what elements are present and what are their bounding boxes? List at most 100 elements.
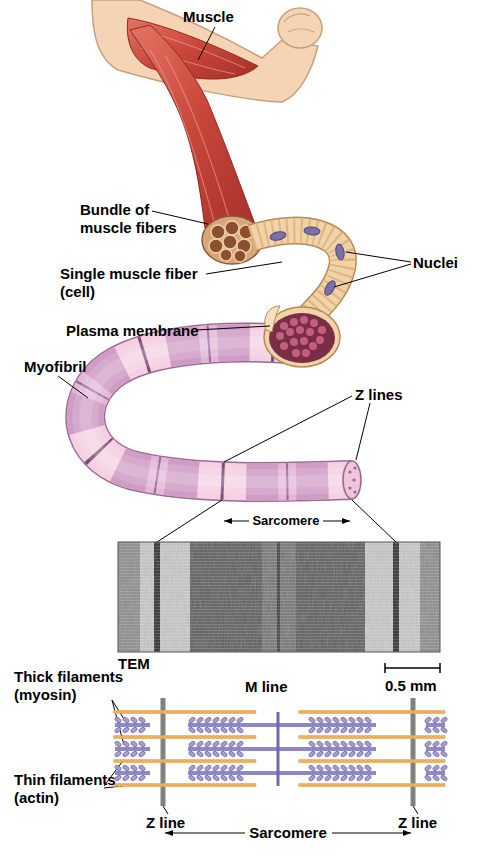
nucleus [304,226,321,235]
myosin-head [424,764,432,771]
thin-filament [115,712,445,785]
part-label: Thin filaments (actin) [14,771,134,807]
myosin-head [316,764,324,771]
myosin-head [440,740,448,747]
myosin-head [364,764,372,771]
myosin-head [348,764,356,771]
nucleus [269,226,345,296]
myosin-head [332,750,340,757]
scale-bar [439,663,441,673]
myosin-head [138,764,146,771]
leader-line [196,326,270,330]
myofibril-tube [343,461,361,499]
myosin-head [424,750,432,757]
myosin-head [308,716,316,723]
muscle-fiber [264,307,340,367]
myosin-head [130,726,138,733]
myosin-head [340,726,348,733]
myofibril-tube [353,466,356,469]
myosin-head [332,764,340,771]
myosin-head [204,716,212,723]
scale-bar [385,663,440,673]
myosin-head [114,716,448,781]
myosin-head [364,774,372,781]
tem-micrograph [118,542,440,652]
myosin-head [236,750,244,757]
part-label: M line [245,678,288,696]
muscle-fiber [276,332,284,340]
myosin-head [188,740,196,747]
myosin-head [204,726,212,733]
myosin-head [324,764,332,771]
muscle-body [150,50,232,228]
myosin-head [212,774,220,781]
myosin-head [364,726,372,733]
part-label: 0.5 mm [385,677,437,695]
myofibril-tube [353,490,356,493]
sarcomere-bracket [165,833,245,834]
myosin-head [308,726,316,733]
myosin-head [114,716,122,723]
leader-line [163,806,168,814]
myosin-head [212,740,220,747]
myosin-head [188,726,196,733]
part-label: Thick filaments (myosin) [14,668,139,704]
myosin-head [316,750,324,757]
muscle-fiber [318,326,326,334]
myosin-head [212,716,220,723]
part-label: Sarcomere [252,513,319,529]
muscle-body [130,25,258,232]
myosin-head [348,716,356,723]
leader-line [413,806,418,814]
thick-filament [115,747,150,751]
sarcomere-bracket [157,500,396,542]
thin-filament [115,712,445,785]
fascicle-bundle [225,221,239,235]
myosin-head [114,740,122,747]
myosin-head [204,750,212,757]
myosin-head [356,726,364,733]
myosin-head [364,740,372,747]
sarcomere-bracket [224,521,249,522]
thick-filament [426,771,445,775]
myosin-head [356,764,364,771]
muscle-fiber [306,328,314,336]
muscle-fiber [276,316,326,357]
part-label: Bundle of muscle fibers [80,201,180,237]
sarcomere-bracket [352,500,396,542]
thick-filament [115,725,445,773]
myosin-head [196,726,204,733]
nucleus [269,230,286,241]
leader-line [112,700,124,719]
part-label: Z lines [355,386,403,404]
myosin-head [432,726,440,733]
myosin-head [220,764,228,771]
myosin-head [114,750,122,757]
myosin-head [432,750,440,757]
thin-filament [115,712,445,785]
myosin-head [220,726,228,733]
myosin-head [130,764,138,771]
muscle-fiber [252,231,343,318]
m-line-bar [277,712,280,786]
myosin-head [324,740,332,747]
sarcomere-bracket [157,500,222,542]
myosin-head [364,750,372,757]
leader-line [198,27,215,60]
m-line-bar [277,712,280,786]
myosin-head [204,764,212,771]
myosin-head [122,726,130,733]
tem-micrograph [118,542,440,652]
myosin-head [424,740,432,747]
myosin-head [196,740,204,747]
myosin-head [316,774,324,781]
myosin-head [228,716,236,723]
myosin-head [114,726,122,733]
muscle-fiber [290,338,298,346]
fascicle-bundle [234,250,246,262]
myosin-head [340,750,348,757]
myosin-head [138,750,146,757]
myosin-head [228,764,236,771]
